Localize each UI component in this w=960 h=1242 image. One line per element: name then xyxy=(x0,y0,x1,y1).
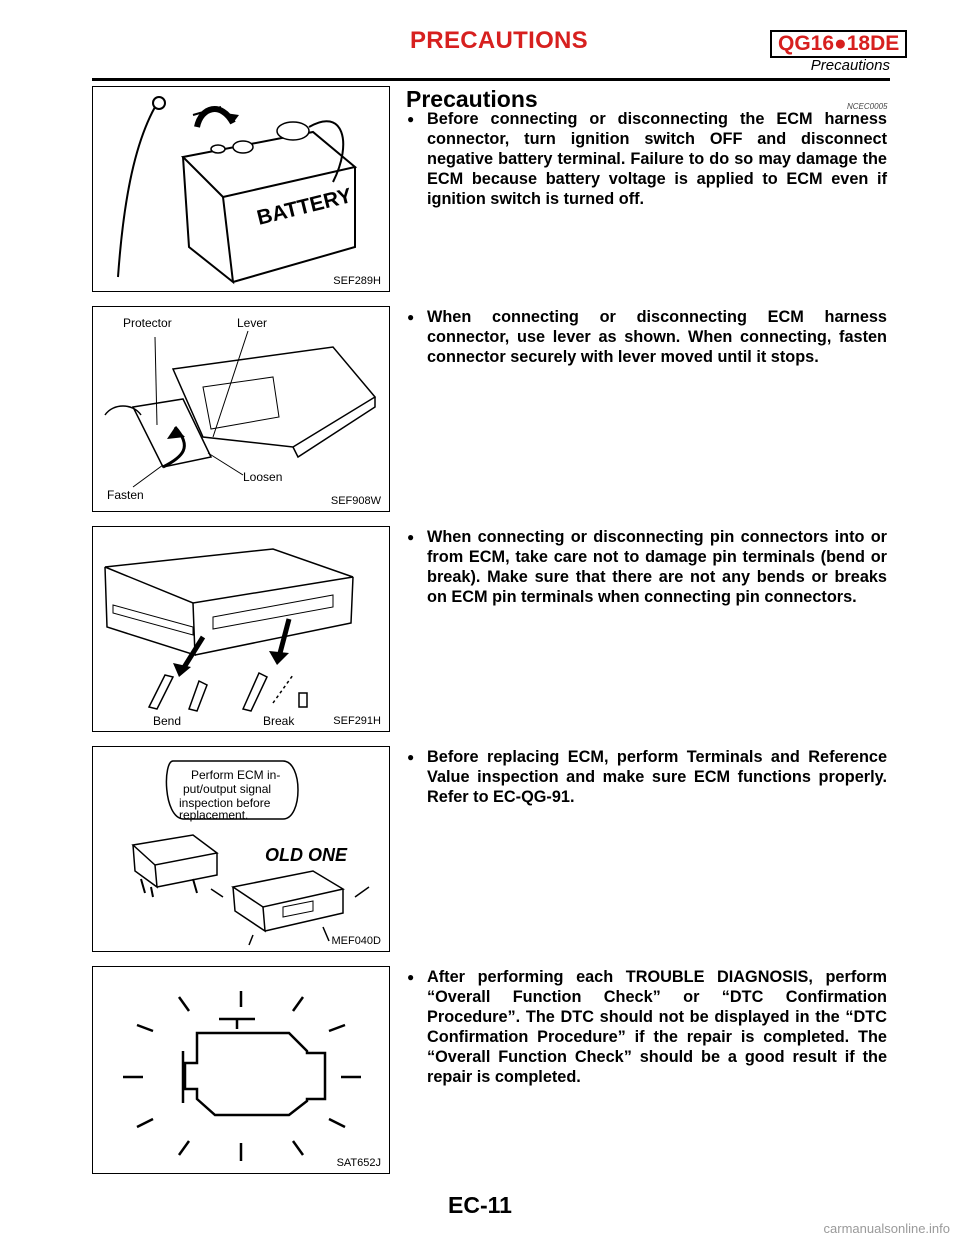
lever-label: Lever xyxy=(237,316,267,330)
paragraph-text: Before replacing ECM, perform Terminals … xyxy=(427,748,887,806)
header-section-title: PRECAUTIONS xyxy=(410,27,588,54)
section-title: Precautions xyxy=(406,86,538,112)
loosen-label: Loosen xyxy=(243,470,282,484)
figure-check-engine-light: SAT652J xyxy=(92,966,390,1174)
figure-battery: BATTERY SEF289H xyxy=(92,86,390,292)
paragraph-text: When connecting or disconnecting ECM har… xyxy=(427,308,887,366)
precaution-paragraph: ● When connecting or disconnecting pin c… xyxy=(407,527,887,607)
paragraph-text: After performing each TROUBLE DIAGNOSIS,… xyxy=(427,968,887,1086)
header-engine-code: QG16●18DE xyxy=(770,30,908,58)
precaution-paragraph: ● When connecting or disconnecting ECM h… xyxy=(407,307,887,367)
bullet-icon: ● xyxy=(407,112,415,126)
figure-connector-lever: Protector Lever Loosen Fasten SEF908W xyxy=(92,306,390,512)
header-subsection: Precautions xyxy=(810,57,890,74)
old-one-label: OLD ONE xyxy=(265,845,348,865)
connector-lever-illustration: Protector Lever Loosen Fasten xyxy=(104,316,377,502)
bullet-icon: ● xyxy=(407,750,415,764)
watermark[interactable]: carmanualsonline.info xyxy=(823,1221,950,1236)
bubble-line-4: replacement. xyxy=(179,808,248,822)
figure-caption: SEF289H xyxy=(333,275,381,287)
page-number: EC-11 xyxy=(448,1192,512,1218)
fasten-label: Fasten xyxy=(107,488,144,502)
protector-label: Protector xyxy=(123,316,172,330)
figure-caption: MEF040D xyxy=(331,935,381,947)
precaution-paragraph: ● After performing each TROUBLE DIAGNOSI… xyxy=(407,967,887,1087)
bullet-icon: ● xyxy=(407,310,415,324)
section-code: NCEC0005 xyxy=(847,102,888,111)
replace-ecm-illustration: Perform ECM in- put/output signal inspec… xyxy=(131,760,370,946)
bend-label: Bend xyxy=(153,714,181,728)
precaution-paragraph: ● Before replacing ECM, perform Terminal… xyxy=(407,747,887,807)
bubble-line-3: inspection before xyxy=(179,796,271,810)
battery-illustration: BATTERY xyxy=(117,96,358,285)
header-divider xyxy=(92,78,890,81)
paragraph-text: Before connecting or disconnecting the E… xyxy=(427,110,887,208)
check-engine-light-icon xyxy=(123,991,361,1161)
pin-terminal-illustration: Bend Break xyxy=(104,548,354,728)
figure-caption: SAT652J xyxy=(336,1157,381,1169)
precaution-paragraph: ● Before connecting or disconnecting the… xyxy=(407,109,887,209)
break-label: Break xyxy=(263,714,295,728)
figure-caption: SEF291H xyxy=(333,715,381,727)
bullet-icon: ● xyxy=(407,970,415,984)
bubble-line-2: put/output signal xyxy=(183,782,271,796)
figure-caption: SEF908W xyxy=(330,495,381,507)
figure-pin-terminals: Bend Break SEF291H xyxy=(92,526,390,732)
bullet-icon: ● xyxy=(407,530,415,544)
figure-replace-ecm: Perform ECM in- put/output signal inspec… xyxy=(92,746,390,952)
paragraph-text: When connecting or disconnecting pin con… xyxy=(427,528,887,606)
bubble-line-1: Perform ECM in- xyxy=(191,768,280,782)
battery-label: BATTERY xyxy=(255,184,355,230)
